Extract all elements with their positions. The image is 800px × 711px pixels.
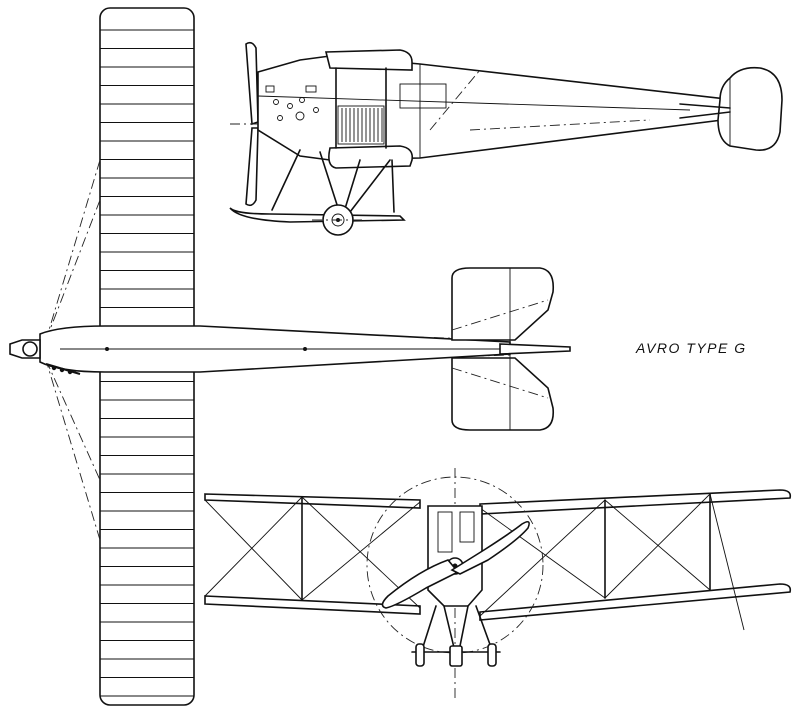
side-view-rudder (679, 66, 783, 151)
front-view-undercarriage (411, 605, 501, 667)
front-view-lower-wing (204, 583, 792, 621)
front-view-struts (204, 493, 745, 631)
side-view-propeller (230, 41, 260, 207)
front-view-upper-wing (204, 489, 792, 515)
front-view-propeller (381, 520, 530, 609)
top-view (9, 7, 571, 706)
front-view (204, 468, 792, 700)
top-view-tailplane (451, 267, 571, 431)
side-view (229, 41, 783, 236)
top-view-engine (9, 339, 81, 376)
side-view-fuselage (257, 55, 771, 161)
drawing-title: AVRO TYPE G (636, 340, 747, 356)
side-view-undercarriage (229, 149, 406, 236)
